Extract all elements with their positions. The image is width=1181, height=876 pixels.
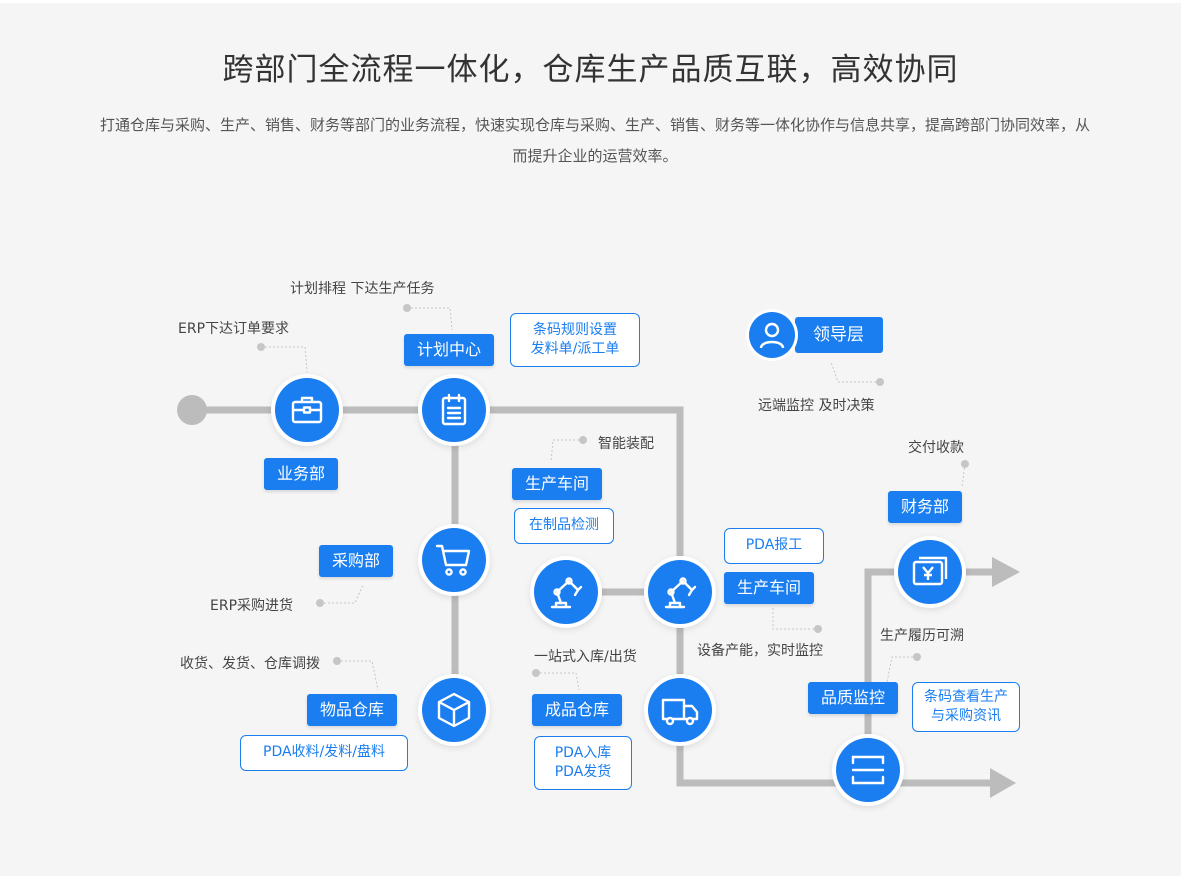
box-icon bbox=[437, 692, 471, 728]
arrow-finance-icon bbox=[992, 557, 1020, 587]
annotation-one-stop: 一站式入库/出货 bbox=[534, 649, 637, 665]
annotation-delivery: 交付收款 bbox=[908, 440, 964, 456]
robot-node-2[interactable] bbox=[648, 560, 712, 624]
warehouse-label[interactable]: 物品仓库 bbox=[307, 694, 398, 726]
finance-label[interactable]: 财务部 bbox=[888, 491, 963, 523]
workshop-label-1[interactable]: 生产车间 bbox=[512, 468, 603, 500]
pda-report-text: PDA报工 bbox=[745, 537, 803, 553]
warehouse-node[interactable] bbox=[422, 678, 486, 742]
pda-warehouse-box: PDA收料/发料/盘料 bbox=[240, 735, 408, 771]
pda-inout-box: PDA入库 PDA发货 bbox=[534, 736, 632, 790]
barcode-query-line-2: 与采购资讯 bbox=[931, 708, 1001, 724]
barcode-rule-line-2: 发料单/派工单 bbox=[530, 341, 620, 357]
finished-warehouse-label[interactable]: 成品仓库 bbox=[532, 694, 623, 726]
clipboard-icon bbox=[441, 393, 467, 426]
leader-badge[interactable]: 领导层 bbox=[795, 317, 883, 353]
barcode-rule-line-1: 条码规则设置 bbox=[533, 322, 617, 338]
annotation-trace: 生产履历可溯 bbox=[880, 628, 964, 644]
robot-arm-icon bbox=[550, 577, 583, 609]
robot-arm-icon bbox=[664, 577, 697, 609]
business-label[interactable]: 业务部 bbox=[264, 458, 339, 490]
quality-node[interactable] bbox=[836, 738, 900, 802]
annotation-receive: 收货、发货、仓库调拨 bbox=[180, 656, 320, 672]
leader-avatar bbox=[749, 312, 795, 358]
description-line-1: 打通仓库与采购、生产、销售、财务等部门的业务流程，快速实现仓库与采购、生产、销售… bbox=[99, 116, 1090, 134]
annotation-remote: 远端监控 及时决策 bbox=[758, 398, 875, 414]
wip-check-box: 在制品检测 bbox=[514, 508, 614, 544]
pda-report-box: PDA报工 bbox=[724, 528, 824, 564]
annotation-assembly: 智能装配 bbox=[598, 436, 654, 452]
page-title: 跨部门全流程一体化，仓库生产品质互联，高效协同 bbox=[222, 52, 959, 88]
barcode-rule-box: 条码规则设置 发料单/派工单 bbox=[510, 313, 640, 367]
description-line-2: 而提升企业的运营效率。 bbox=[512, 147, 678, 165]
truck-node[interactable] bbox=[648, 678, 712, 742]
plan-node[interactable] bbox=[422, 378, 486, 442]
business-node[interactable] bbox=[275, 378, 339, 442]
flow-start-dot bbox=[177, 395, 207, 425]
briefcase-icon bbox=[291, 396, 323, 424]
plan-label[interactable]: 计划中心 bbox=[404, 334, 495, 366]
quality-label[interactable]: 品质监控 bbox=[808, 682, 899, 714]
workshop-label-2[interactable]: 生产车间 bbox=[724, 572, 815, 604]
shopping-cart-icon bbox=[435, 544, 471, 576]
annotation-erp-purchase: ERP采购进货 bbox=[210, 598, 294, 614]
scan-icon bbox=[851, 755, 885, 785]
pda-inout-line-1: PDA入库 bbox=[554, 745, 612, 761]
annotation-equipment: 设备产能，实时监控 bbox=[697, 643, 823, 659]
pda-warehouse-text: PDA收料/发料/盘料 bbox=[263, 744, 385, 760]
arrow-output-icon bbox=[990, 768, 1016, 798]
annotation-plan-task: 计划排程 下达生产任务 bbox=[290, 281, 435, 297]
barcode-query-box: 条码查看生产 与采购资讯 bbox=[912, 682, 1020, 732]
wip-check-text: 在制品检测 bbox=[529, 517, 599, 533]
purchase-label[interactable]: 采购部 bbox=[319, 545, 394, 577]
page-description: 打通仓库与采购、生产、销售、财务等部门的业务流程，快速实现仓库与采购、生产、销售… bbox=[60, 110, 1130, 172]
user-icon bbox=[759, 322, 785, 349]
barcode-query-line-1: 条码查看生产 bbox=[924, 689, 1008, 705]
purchase-node[interactable] bbox=[422, 528, 486, 592]
annotation-erp-order: ERP下达订单要求 bbox=[178, 321, 290, 337]
top-strip bbox=[0, 0, 1181, 3]
leader-label: 领导层 bbox=[813, 325, 864, 345]
truck-icon bbox=[661, 698, 699, 726]
pda-inout-line-2: PDA发货 bbox=[554, 764, 612, 780]
robot-node-1[interactable] bbox=[534, 560, 598, 624]
money-icon bbox=[912, 556, 948, 586]
finance-node[interactable] bbox=[898, 540, 962, 604]
